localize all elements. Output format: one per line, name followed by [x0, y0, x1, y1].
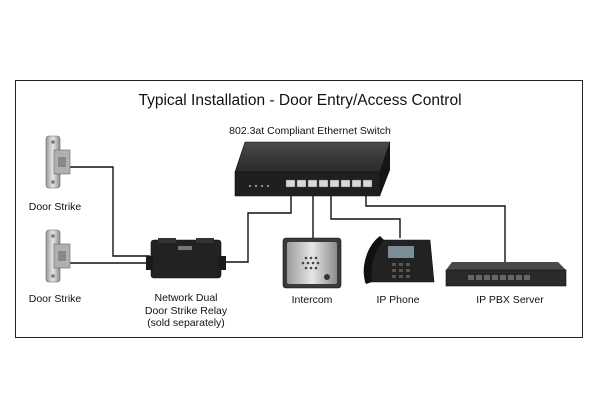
pbx-label: IP PBX Server	[476, 294, 544, 306]
intercom-label: Intercom	[291, 294, 333, 306]
wire-switch-phone	[330, 196, 401, 238]
ip-phone-icon	[363, 236, 435, 284]
pbx-server-icon	[445, 262, 567, 287]
door-strike-icon-2	[45, 229, 71, 283]
relay-label: Network Dual Door Strike Relay (sold sep…	[136, 292, 236, 330]
intercom-icon	[282, 237, 342, 289]
connection-lines	[70, 166, 506, 264]
ip-phone-label: IP Phone	[376, 294, 420, 306]
switch-label: 802.3at Compliant Ethernet Switch	[229, 125, 391, 137]
ethernet-switch-icon	[234, 141, 391, 197]
wire-switch-pbx	[365, 196, 506, 262]
wire-strike1-relay	[70, 166, 150, 257]
relay-box-icon	[146, 238, 226, 279]
door-strike-label-1: Door Strike	[28, 201, 82, 213]
relay-label-line-3: (sold separately)	[147, 317, 225, 329]
wire-relay-switch	[220, 196, 292, 263]
diagram-frame	[15, 80, 583, 338]
door-strike-icon-1	[45, 135, 71, 189]
relay-label-line-1: Network Dual	[154, 292, 218, 304]
diagram-title: Typical Installation - Door Entry/Access…	[138, 92, 462, 109]
relay-label-line-2: Door Strike Relay	[144, 304, 228, 317]
door-strike-label-2: Door Strike	[28, 293, 82, 305]
